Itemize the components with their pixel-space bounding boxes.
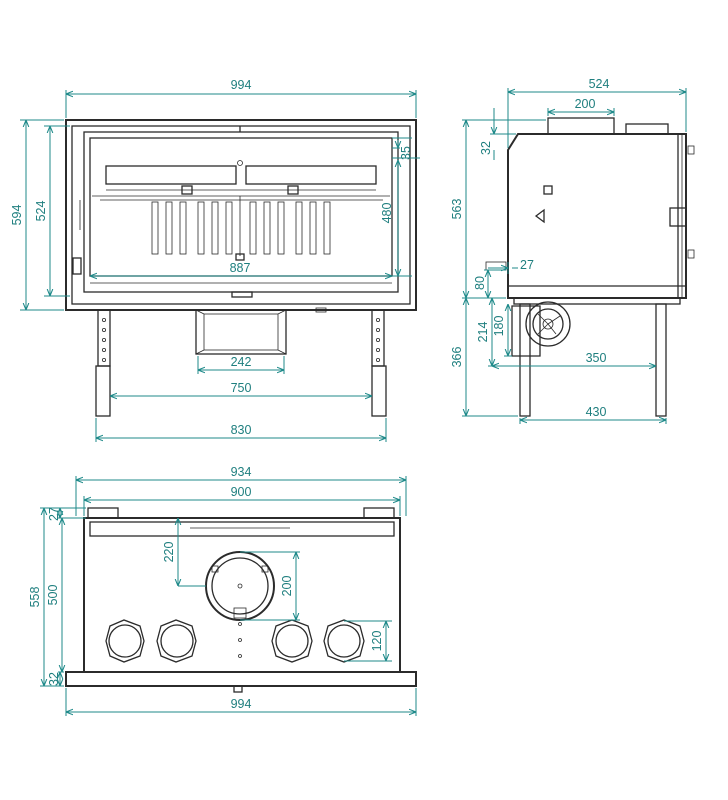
duct-box — [195, 309, 287, 355]
dim-outer-leg-span: 830 — [231, 423, 252, 437]
door-handle — [72, 257, 82, 275]
dim-duct-width: 242 — [231, 355, 252, 369]
dim-side-depth: 524 — [589, 77, 610, 91]
grate-bars — [151, 201, 331, 255]
dim-flue-offset: 200 — [575, 97, 596, 111]
dim-fan-offset: 350 — [586, 351, 607, 365]
side-dimensions: 524 200 563 32 27 80 366 — [450, 77, 687, 424]
dim-flue-position: 220 — [162, 542, 176, 563]
dim-bottom-total-width: 994 — [231, 697, 252, 711]
dim-top-step: 32 — [479, 141, 493, 155]
bottom-flue — [205, 551, 275, 621]
bottom-body — [83, 517, 401, 673]
bottom-ducts — [105, 619, 365, 663]
dim-glass-height: 480 — [380, 203, 394, 224]
fan — [511, 301, 571, 357]
side-view: 524 200 563 32 27 80 366 — [450, 77, 695, 424]
dim-fan-height: 214 — [476, 322, 490, 343]
front-legs — [95, 309, 387, 417]
side-flue — [547, 117, 615, 135]
dim-leg-depth: 430 — [586, 405, 607, 419]
dim-front-edge: 27 — [47, 507, 61, 521]
dim-front-total-height: 594 — [10, 205, 24, 226]
dim-leg-spacing: 750 — [231, 381, 252, 395]
dim-flue-diameter: 200 — [280, 576, 294, 597]
side-body — [507, 133, 687, 299]
dim-front-width: 994 — [231, 78, 252, 92]
bottom-view: 934 900 558 500 27 32 220 200 — [28, 465, 417, 716]
dim-bottom-inner-width: 900 — [231, 485, 252, 499]
front-view: 994 594 524 480 35 887 242 750 — [10, 78, 420, 442]
dim-frame-offset: 35 — [399, 146, 413, 160]
front-outer-frame — [65, 119, 417, 311]
dim-base-step: 27 — [520, 258, 534, 272]
dim-side-height: 563 — [450, 199, 464, 220]
dim-front-body-height: 524 — [34, 201, 48, 222]
dim-leg-height: 366 — [450, 347, 464, 368]
side-leg-rear — [655, 303, 667, 417]
dim-fan-center: 180 — [492, 316, 506, 337]
bottom-dimensions: 934 900 558 500 27 32 220 200 — [28, 465, 417, 716]
dim-bottom-outer-width: 934 — [231, 465, 252, 479]
dim-glass-width: 887 — [230, 261, 251, 275]
dim-bottom-inner-depth: 500 — [46, 585, 60, 606]
dim-bottom-depth: 558 — [28, 587, 42, 608]
dim-front-rim: 32 — [47, 672, 61, 686]
dim-base-height: 80 — [473, 276, 487, 290]
front-dimensions: 994 594 524 480 35 887 242 750 — [10, 78, 420, 442]
front-glass — [89, 137, 393, 277]
side-leg-front — [519, 303, 531, 417]
dim-duct-diameter: 120 — [370, 631, 384, 652]
bottom-front-rim — [65, 671, 417, 687]
